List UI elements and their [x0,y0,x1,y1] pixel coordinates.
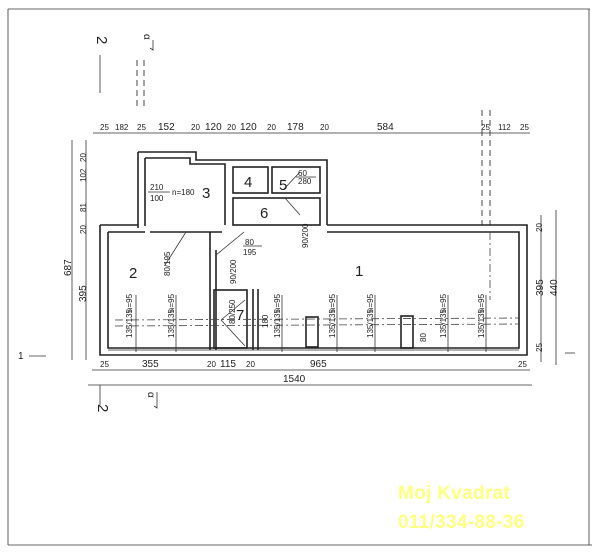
svg-text:α: α [141,34,152,40]
svg-text:n=180: n=180 [172,188,195,197]
walls [99,151,528,356]
svg-text:n=95: n=95 [477,293,486,312]
svg-text:2: 2 [93,36,110,44]
room-1-label: 1 [355,263,363,280]
svg-text:80/250: 80/250 [228,299,237,324]
svg-text:n=95: n=95 [125,293,134,312]
watermark-company: Moj Kvadrat [398,483,511,504]
room-labels: 3 4 5 6 1 2 7 [129,174,363,324]
svg-text:1: 1 [18,351,24,362]
svg-text:135/135: 135/135 [167,309,176,338]
room-5-label: 5 [279,177,287,194]
svg-text:25: 25 [100,360,109,369]
svg-text:25: 25 [518,360,527,369]
watermark-phone: 011/334-88-36 [398,512,525,533]
svg-text:25: 25 [535,343,544,352]
svg-text:210: 210 [150,183,164,192]
room-6-label: 6 [260,205,268,222]
svg-text:687: 687 [63,259,74,276]
svg-text:20: 20 [191,123,200,132]
room-7-label: 7 [236,307,244,324]
svg-text:20: 20 [79,225,88,234]
svg-text:60: 60 [298,169,307,178]
svg-text:100: 100 [150,194,164,203]
svg-text:20: 20 [79,153,88,162]
svg-text:25: 25 [520,123,529,132]
svg-text:112: 112 [498,123,511,132]
svg-text:81: 81 [79,203,88,212]
svg-text:80: 80 [245,238,254,247]
svg-text:1540: 1540 [283,374,306,385]
opening-annotations: 210 100 n=180 60 280 80 195 80/195 90/20… [125,169,486,342]
svg-text:135/135: 135/135 [439,309,448,338]
section-marker-alpha-bottom: α [145,392,158,409]
svg-text:20: 20 [227,123,236,132]
svg-text:25: 25 [481,123,490,132]
svg-text:90/200: 90/200 [301,223,310,248]
section-marker-2-top: 2 [93,36,110,93]
svg-text:n=95: n=95 [167,293,176,312]
section-marker-alpha-top: α [136,34,154,110]
svg-text:90/200: 90/200 [229,259,238,284]
svg-text:α: α [145,392,156,398]
door-swings [164,171,301,347]
svg-text:182: 182 [115,123,129,132]
room-3-label: 3 [202,185,210,202]
svg-text:355: 355 [142,359,159,370]
top-dimension-chain: 25 182 25 152 20 120 20 120 20 178 20 58… [93,110,530,225]
svg-text:135/135: 135/135 [477,309,486,338]
svg-text:20: 20 [535,223,544,232]
svg-text:280: 280 [298,177,312,186]
section-marker-1-left: 1 [18,351,46,362]
svg-text:180: 180 [261,314,270,328]
svg-text:2: 2 [94,404,111,412]
section-marker-2-bottom: 2 [94,385,111,412]
svg-text:20: 20 [207,360,216,369]
svg-text:n=95: n=95 [328,293,337,312]
svg-text:120: 120 [240,122,257,133]
svg-text:80: 80 [419,333,428,342]
svg-text:135/135: 135/135 [273,309,282,338]
svg-text:584: 584 [377,122,394,133]
svg-text:195: 195 [243,248,257,257]
svg-text:395: 395 [535,279,546,296]
svg-text:20: 20 [267,123,276,132]
svg-text:n=95: n=95 [273,293,282,312]
svg-text:20: 20 [320,123,329,132]
svg-text:102: 102 [79,168,88,182]
svg-text:80/195: 80/195 [163,251,172,276]
window-markers [114,232,521,352]
room-4-label: 4 [244,174,252,191]
bottom-dimension-chain: 25 355 20 115 20 965 25 1540 [88,359,532,386]
svg-text:395: 395 [78,285,89,302]
right-dimension-chain: 395 440 20 25 [535,210,560,365]
svg-text:120: 120 [205,122,222,133]
svg-text:25: 25 [100,123,109,132]
svg-text:178: 178 [287,122,304,133]
svg-text:115: 115 [220,359,236,370]
svg-text:135/135: 135/135 [366,309,375,338]
svg-text:25: 25 [137,123,146,132]
room-2-label: 2 [129,265,137,282]
sheet-frame [7,8,592,546]
svg-text:n=95: n=95 [439,293,448,312]
svg-text:135/135: 135/135 [125,309,134,338]
svg-text:965: 965 [310,359,327,370]
left-dimension-chain: 687 395 20 102 81 20 [63,140,89,360]
svg-text:152: 152 [158,122,175,133]
svg-text:n=95: n=95 [366,293,375,312]
svg-text:20: 20 [246,360,255,369]
svg-text:135/135: 135/135 [328,309,337,338]
svg-text:440: 440 [549,279,560,296]
